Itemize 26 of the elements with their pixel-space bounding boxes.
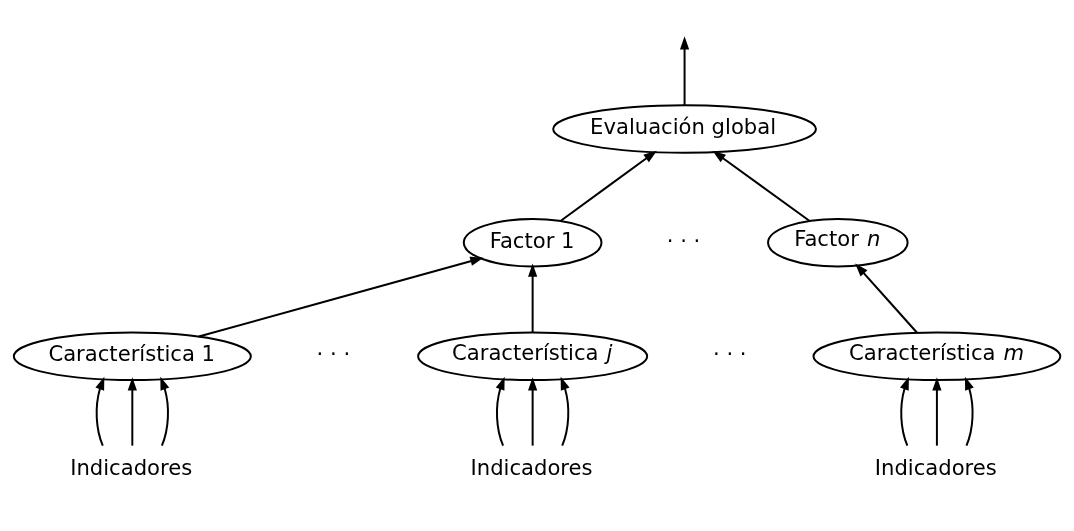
arrow [495,376,505,447]
arrow [855,262,918,333]
arrow [127,376,137,447]
label: · · · [316,340,351,366]
node-text: Indicadores [470,454,593,480]
arrow [560,376,570,447]
arrow [900,376,909,447]
arrow [932,376,942,447]
arrow [95,376,105,447]
arrow [160,376,170,447]
arrow [559,150,657,222]
node-text: Indicadores [70,454,193,480]
arrow [712,150,811,222]
arrow [528,376,538,447]
arrow [528,263,538,333]
node-ellipse: Evaluación global [552,103,817,154]
arrow [679,35,690,106]
arrow [964,376,974,447]
label: · · · [712,340,747,366]
node-ellipse: Característica m [812,331,1062,381]
node-ellipse: Factor n [767,217,909,267]
node-text: Indicadores [874,454,997,480]
label: · · · [666,227,701,253]
node-ellipse: Característica j [417,331,649,381]
arrow [197,256,484,338]
node-ellipse: Característica 1 [12,331,252,381]
